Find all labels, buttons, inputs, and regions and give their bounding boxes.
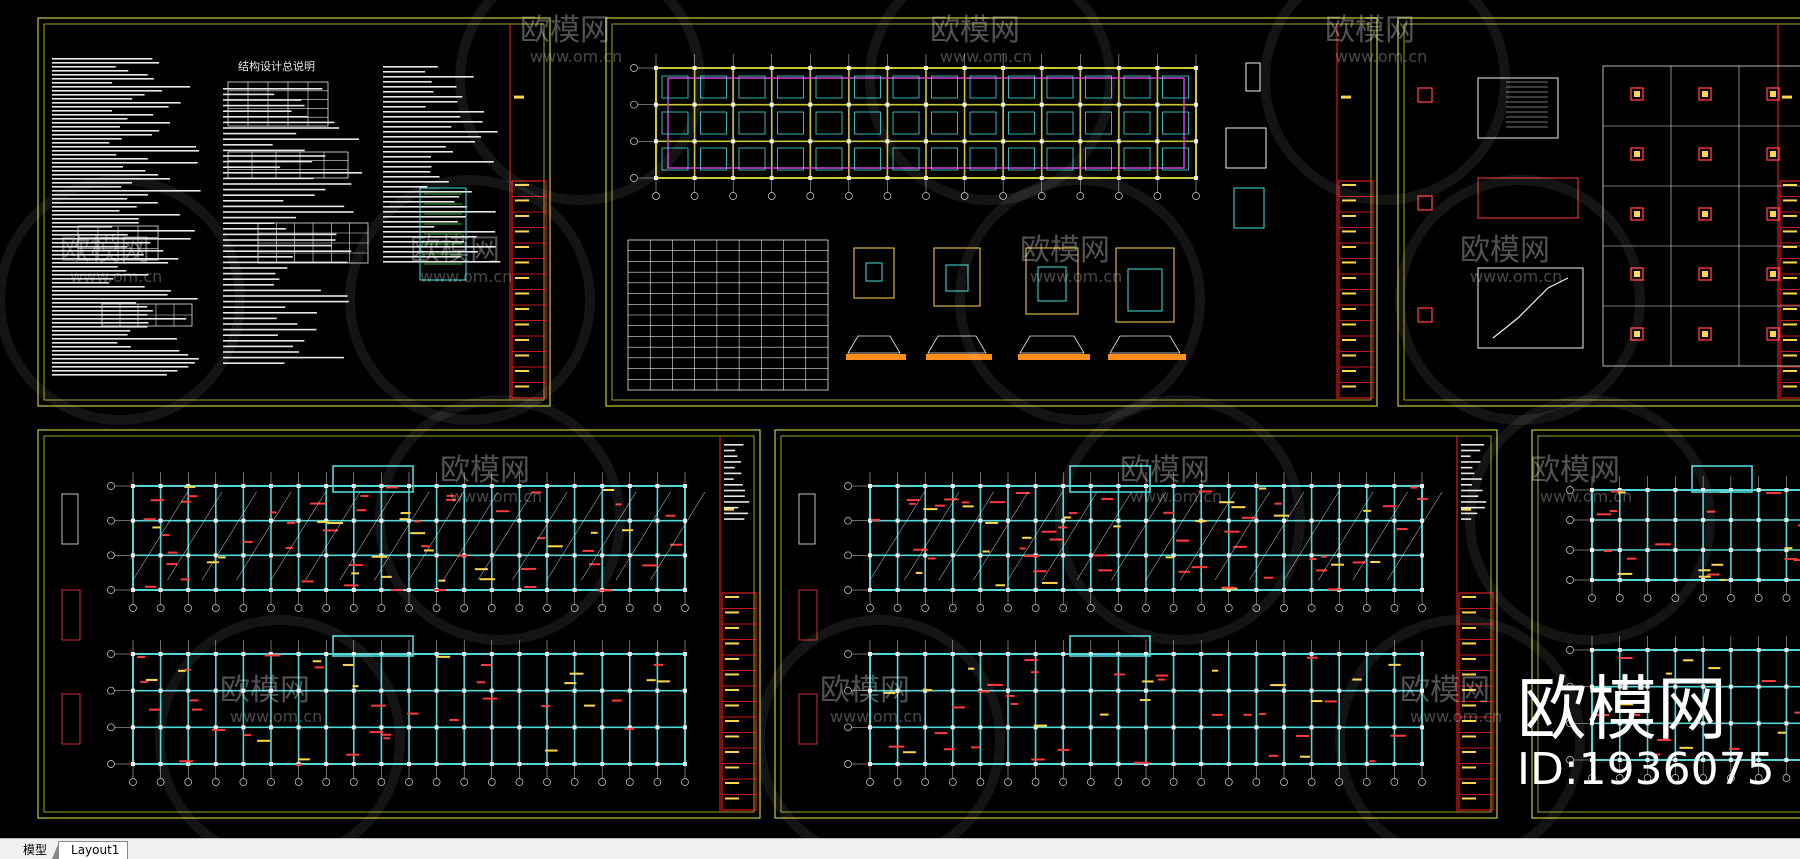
sheet-foundation-plan[interactable] (605, 17, 1378, 407)
watermark-brand-large: 欧模网 (1517, 668, 1727, 750)
watermark-layer: www.om.cn欧模网www.om.cn欧模网www.om.cn欧模网www.… (0, 0, 1775, 838)
sheet-floor-plan-1[interactable] (37, 429, 761, 819)
sheet-floor-plan-2[interactable] (774, 429, 1498, 819)
watermark-ring (1055, 395, 1305, 645)
watermark-url: www.om.cn (1410, 707, 1502, 726)
watermark-brand: 欧模网 (1460, 233, 1550, 268)
tab-model[interactable]: 模型 (14, 842, 57, 859)
watermark-brand: 欧模网 (1400, 673, 1490, 708)
watermark-brand: 欧模网 (60, 233, 150, 268)
watermark-url: www.om.cn (1335, 47, 1427, 66)
watermark-url: www.om.cn (940, 47, 1032, 66)
watermark-ring (755, 615, 1005, 838)
watermark-url: www.om.cn (830, 707, 922, 726)
watermark-url: www.om.cn (1130, 487, 1222, 506)
watermark-brand: 欧模网 (520, 13, 610, 48)
watermark-url: www.om.cn (1470, 267, 1562, 286)
watermark-url: www.om.cn (530, 47, 622, 66)
watermark-brand: 欧模网 (820, 673, 910, 708)
watermark-url: www.om.cn (70, 267, 162, 286)
watermark-ring (345, 175, 595, 425)
watermark-url: www.om.cn (230, 707, 322, 726)
tab-layout1[interactable]: Layout1 (51, 841, 129, 859)
watermark-brand: 欧模网 (1325, 13, 1415, 48)
sheet-title-text: 结构设计总说明 (238, 59, 315, 73)
watermark-brand: 欧模网 (1120, 453, 1210, 488)
watermark-ring (955, 175, 1205, 425)
watermark-url: www.om.cn (1540, 487, 1632, 506)
watermark-url: www.om.cn (1030, 267, 1122, 286)
watermark-url: www.om.cn (450, 487, 542, 506)
watermark-ring (1465, 395, 1715, 645)
cad-drawing-area[interactable]: 结构设计总说明 www.om.cn欧模网www.om.cn欧模网www.om.c… (0, 0, 1800, 838)
watermark-brand: 欧模网 (410, 233, 500, 268)
sheet-design-notes[interactable]: 结构设计总说明 (37, 17, 551, 407)
sheet-floor-plan-3[interactable] (1531, 429, 1800, 819)
watermark-brand: 欧模网 (220, 673, 310, 708)
watermark-ring (455, 0, 705, 205)
watermark-id: ID:1936075 (1517, 744, 1775, 795)
sheet-stair-details[interactable] (1397, 17, 1800, 407)
watermark-ring (1335, 615, 1585, 838)
watermark-ring (865, 0, 1115, 205)
watermark-ring (1395, 175, 1645, 425)
watermark-brand: 欧模网 (1530, 453, 1620, 488)
watermark-ring (375, 395, 625, 645)
watermark-brand: 欧模网 (930, 13, 1020, 48)
watermark-brand: 欧模网 (1020, 233, 1110, 268)
watermark-ring (0, 175, 245, 425)
watermark-ring (155, 615, 405, 838)
layout-tab-bar: 模型 Layout1 (0, 838, 1800, 859)
watermark-url: www.om.cn (420, 267, 512, 286)
watermark-ring (1260, 0, 1510, 205)
watermark-brand: 欧模网 (440, 453, 530, 488)
